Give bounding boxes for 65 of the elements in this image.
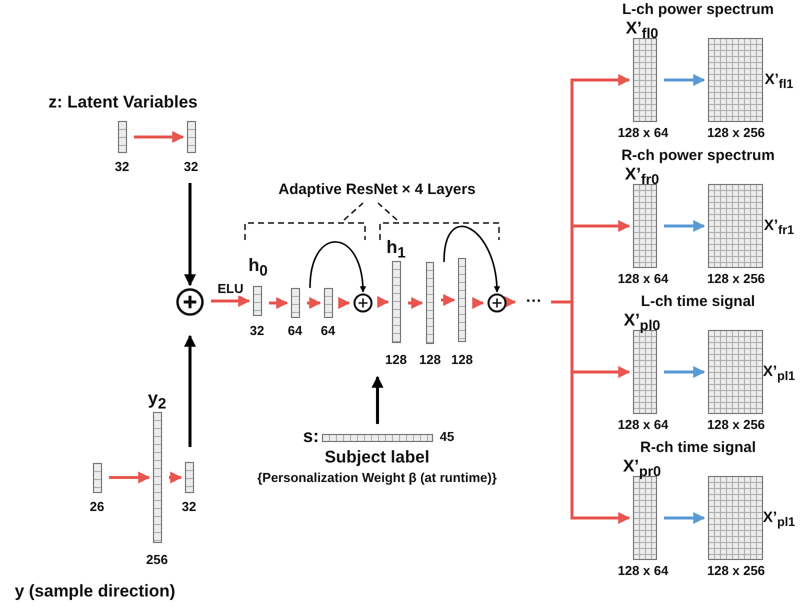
- variable-name: h$_{0}$: [248, 256, 268, 280]
- arrow: [372, 376, 384, 424]
- arrow: [109, 472, 150, 484]
- size-label: 45: [440, 430, 454, 444]
- output-name: X’$_{fl1}$: [764, 72, 794, 92]
- size-label: 128 x 256: [707, 126, 765, 140]
- caption-note: {Personalization Weight β (at runtime)}: [257, 470, 497, 486]
- arrow: [211, 295, 250, 307]
- bracket-title: Adaptive ResNet × 4 Layers: [278, 182, 476, 198]
- size-label: 128 x 256: [707, 418, 765, 432]
- arrow: [443, 226, 500, 293]
- arrow: [664, 366, 706, 378]
- size-label: 32: [250, 324, 264, 338]
- arrow: [269, 297, 288, 309]
- output-name: X’$_{pl1}$: [762, 364, 796, 384]
- size-label: 32: [184, 160, 198, 174]
- output-name: X’$_{fr1}$: [764, 218, 794, 238]
- variable-name: h$_{1}$: [386, 238, 406, 262]
- matrix-name: X’$_{pr0}$: [622, 458, 662, 480]
- arrow: [441, 294, 456, 306]
- arrow: [134, 131, 184, 143]
- size-label: 128 x 64: [618, 564, 668, 578]
- arrow: [338, 297, 350, 309]
- arrow: [504, 296, 516, 308]
- arrow: [309, 241, 366, 293]
- variable-name: s:: [303, 427, 319, 447]
- arrow: [664, 74, 706, 86]
- variable-name: y$_{2}$: [148, 388, 166, 414]
- arrow: [664, 220, 706, 232]
- arrow: [169, 472, 182, 484]
- output-title: L-ch power spectrum: [622, 2, 774, 18]
- size-label: 26: [90, 500, 104, 514]
- size-label: 64: [288, 324, 302, 338]
- size-label: 128: [385, 352, 407, 368]
- size-label: 32: [182, 500, 196, 514]
- size-label: 64: [320, 324, 336, 338]
- arrow: [472, 297, 484, 309]
- arrow: [377, 296, 390, 308]
- edge-label: ELU: [216, 282, 244, 296]
- size-label: 128: [419, 352, 441, 368]
- section-title: y (sample direction): [14, 582, 176, 602]
- arrow: [307, 297, 322, 309]
- arrow: [408, 297, 424, 309]
- output-title: L-ch time signal: [640, 294, 756, 310]
- size-label: 128 x 64: [618, 272, 668, 286]
- caption-title: Subject label: [324, 448, 430, 468]
- size-label: 128 x 64: [618, 418, 668, 432]
- arrow: [184, 183, 196, 286]
- arrow: [551, 300, 630, 524]
- ellipsis-text: ···: [519, 293, 549, 311]
- arrow: [664, 512, 706, 524]
- output-title: R-ch power spectrum: [621, 148, 775, 164]
- matrix-name: X’$_{fl0}$: [626, 20, 658, 42]
- output-name: X’$_{pl1}$: [762, 510, 796, 530]
- arrow: [184, 334, 196, 447]
- size-label: 32: [114, 160, 130, 174]
- matrix-name: X’$_{fr0}$: [624, 166, 660, 188]
- matrix-name: X’$_{pl0}$: [624, 312, 660, 334]
- size-label: 128: [451, 352, 473, 368]
- section-title: z: Latent Variables: [48, 94, 198, 112]
- size-label: 128 x 64: [618, 126, 668, 140]
- output-title: R-ch time signal: [640, 440, 756, 456]
- size-label: 256: [146, 552, 168, 568]
- size-label: 128 x 256: [707, 272, 765, 286]
- size-label: 128 x 256: [707, 564, 765, 578]
